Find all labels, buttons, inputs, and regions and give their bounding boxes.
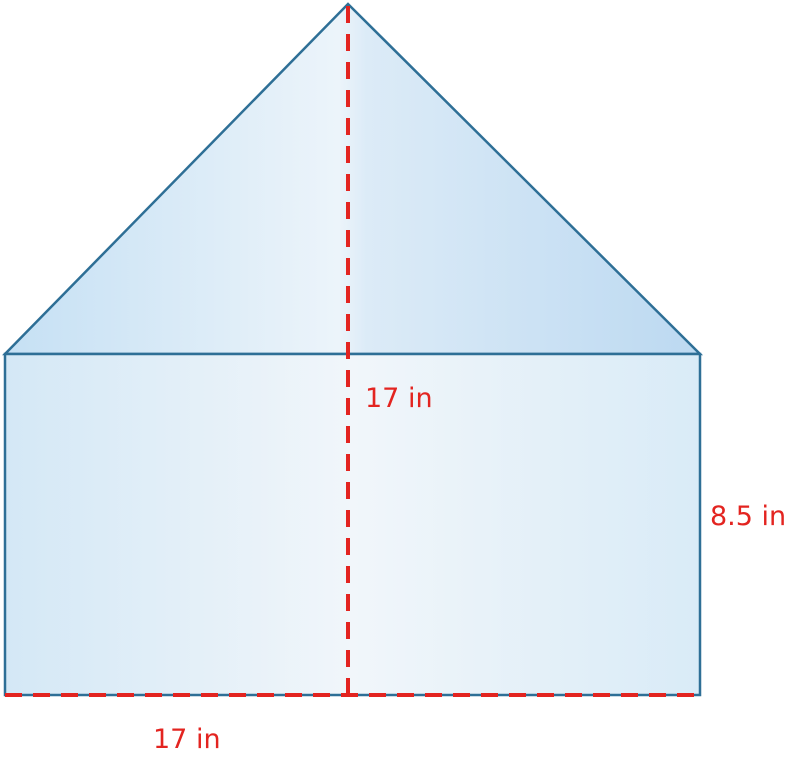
rectangle-height-label: 8.5 in	[710, 501, 786, 532]
height-total-label: 17 in	[365, 383, 433, 414]
rectangle-region	[3, 352, 702, 697]
base-width-label: 17 in	[153, 724, 221, 755]
triangle-region	[2, 2, 704, 356]
